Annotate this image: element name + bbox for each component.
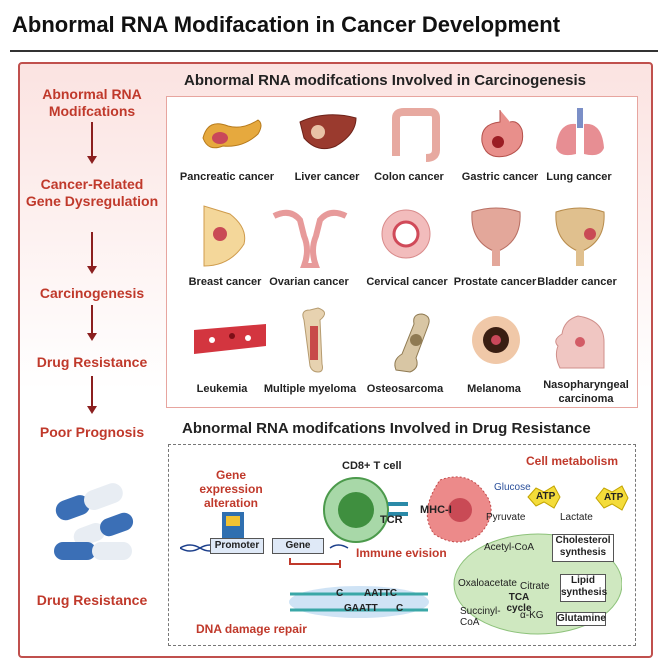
cancer-label-prostate: Prostate cancer (453, 276, 537, 288)
cervix-icon (381, 209, 431, 259)
dna-c-left: C (336, 588, 344, 599)
dna-seq-bottom: GAATT (344, 603, 378, 614)
pyruvate-label: Pyruvate (486, 512, 526, 523)
cancer-label-cervical: Cervical cancer (366, 276, 448, 288)
cancer-label-gastric: Gastric cancer (461, 171, 539, 183)
prostate-icon (471, 207, 521, 266)
nasopharynx-icon (555, 315, 605, 369)
dna-helix-illustration (289, 586, 429, 618)
mhc-label: MHC-I (420, 504, 452, 516)
flow-step-1: Abnormal RNA Modifcations (42, 86, 142, 119)
gene-expression-label: Gene expression alteration (199, 468, 263, 510)
cancer-label-pancreatic: Pancreatic cancer (179, 171, 275, 183)
melanoma-icon (472, 316, 520, 364)
glutamine-box: Glutamine (556, 612, 606, 626)
uterus-icon (272, 209, 348, 268)
dna-c-right: C (396, 603, 404, 614)
page-title: Abnormal RNA Modifacation in Cancer Deve… (12, 12, 561, 37)
cd8-label: CD8+ T cell (342, 460, 402, 472)
cholesterol-box: Cholesterol synthesis (552, 534, 614, 562)
breast-icon (203, 205, 246, 267)
dna-repair-label: DNA damage repair (196, 622, 307, 636)
atp-burst-2 (595, 485, 629, 511)
cancer-label-multiple-myeloma: Multiple myeloma (263, 383, 357, 395)
flow-step-2: Cancer-Related Gene Dysregulation (25, 176, 159, 209)
tcr-label: TCR (380, 514, 403, 526)
flow-step-3: Carcinogenesis (39, 285, 145, 301)
atp-label-1: ATP (536, 491, 556, 502)
flow-step-4: Drug Resistance (36, 354, 148, 370)
bone-osteosarcoma-icon (394, 313, 430, 373)
tca-cycle-label: TCA cycle (506, 592, 532, 614)
cancer-label-nasopharyngeal: Nasopharyngeal carcinoma (543, 379, 629, 405)
pancreas-icon (202, 119, 262, 149)
bladder-icon (555, 207, 605, 266)
flow-arrow-4 (87, 376, 98, 420)
cancer-label-lung: Lung cancer (546, 171, 612, 183)
promoter-box: Promoter (210, 538, 264, 554)
flow-step-5: Poor Prognosis (39, 424, 145, 440)
left-drug-resistance-label: Drug Resistance (36, 592, 148, 608)
liver-icon (299, 114, 357, 150)
cancer-label-leukemia: Leukemia (196, 383, 248, 395)
colon-icon (392, 108, 440, 162)
immune-cells-illustration (323, 476, 492, 543)
flow-arrow-1 (87, 122, 98, 166)
lipid-box: Lipid synthesis (560, 574, 607, 602)
oxaloacetate-label: Oxaloacetate (458, 578, 517, 589)
cancer-label-bladder: Bladder cancer (537, 276, 617, 288)
cancer-label-ovarian: Ovarian cancer (269, 276, 349, 288)
akg-label: α-KG (520, 610, 544, 621)
blood-vessel-icon (194, 324, 266, 354)
drug-capsules-illustration (54, 483, 134, 560)
immune-evasion-label: Immune evision (356, 546, 447, 560)
title-rule (10, 50, 658, 52)
carcinogenesis-panel-title: Abnormal RNA modifcations Involved in Ca… (184, 72, 587, 89)
citrate-label: Citrate (520, 581, 550, 592)
glucose-label: Glucose (494, 482, 531, 493)
flow-arrow-2 (87, 232, 98, 276)
dna-seq-top: AATTC (364, 588, 398, 599)
bone-myeloma-icon (302, 307, 325, 373)
drug-panel-title: Abnormal RNA modifcations Involved in Dr… (182, 420, 591, 437)
atp-burst-1 (527, 485, 561, 509)
cancer-label-liver: Liver cancer (294, 171, 360, 183)
cancer-label-melanoma: Melanoma (467, 383, 521, 395)
stomach-icon (481, 110, 524, 158)
flow-arrow-3 (87, 305, 98, 349)
gene-box: Gene (272, 538, 324, 554)
metabolism-label: Cell metabolism (526, 454, 619, 468)
cancer-label-osteosarcoma: Osteosarcoma (366, 383, 444, 395)
cancer-label-colon: Colon cancer (374, 171, 444, 183)
lactate-label: Lactate (560, 512, 593, 523)
lung-icon (556, 108, 604, 156)
acetyl-coa-label: Acetyl-CoA (484, 542, 535, 553)
cancer-label-breast: Breast cancer (188, 276, 262, 288)
succinyl-coa-label: Succinyl-CoA (460, 606, 501, 628)
atp-label-2: ATP (604, 492, 624, 503)
